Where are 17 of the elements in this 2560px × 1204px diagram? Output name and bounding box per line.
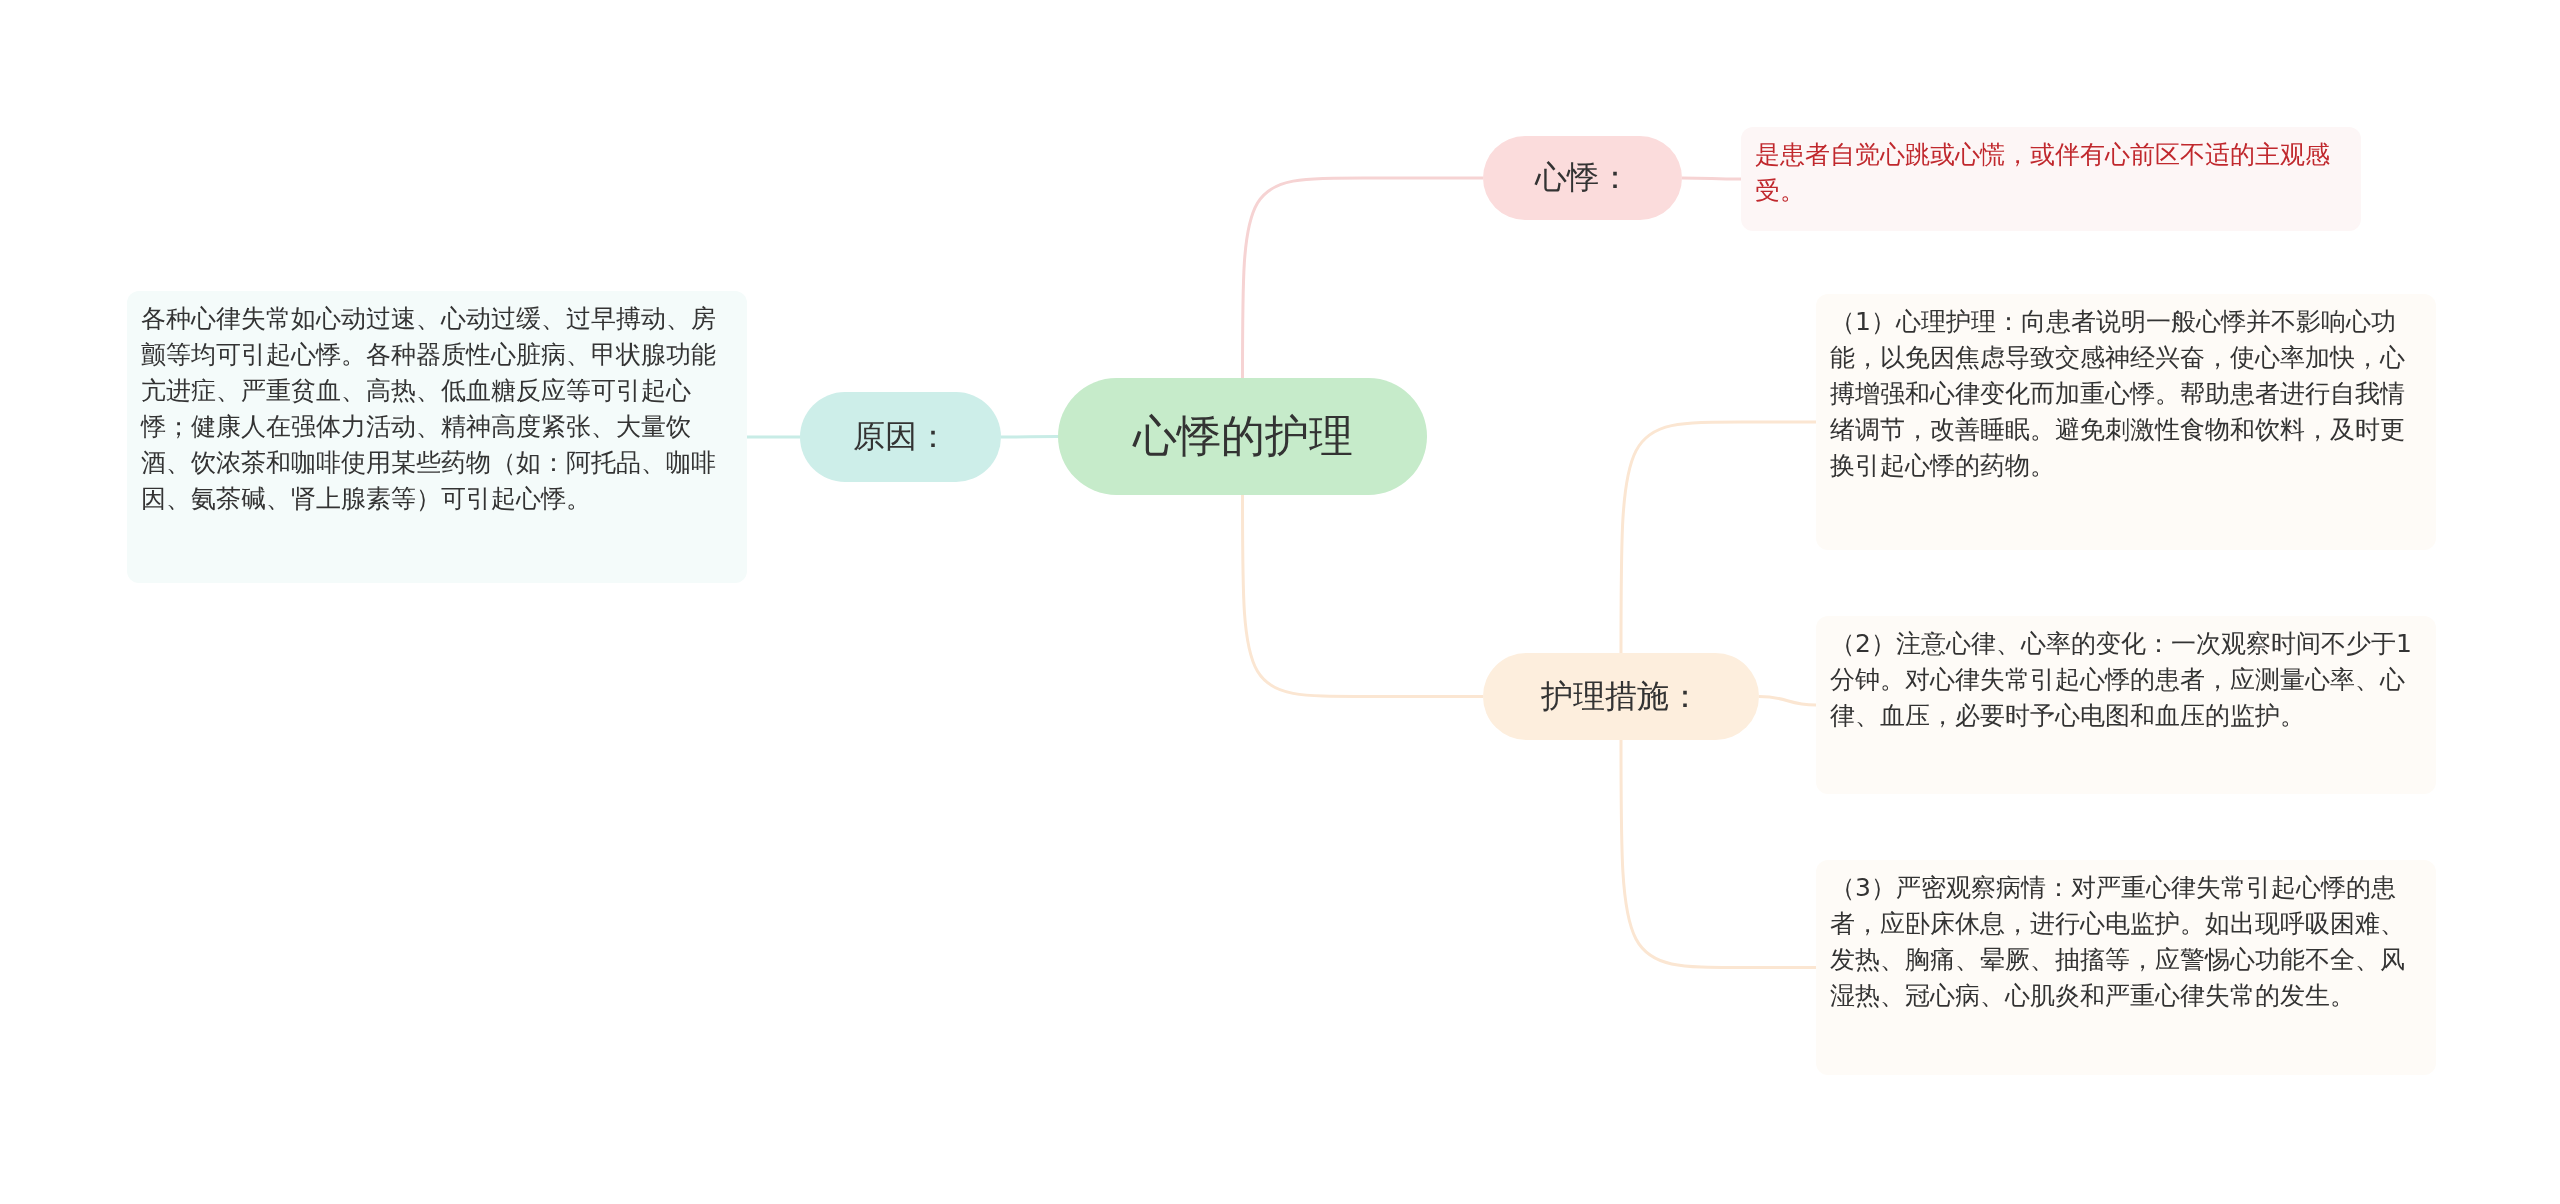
topic-pill: 护理措施： (1483, 653, 1759, 740)
connector-line (1758, 695, 1817, 707)
connector-line (1241, 176, 1483, 378)
connector-line (747, 435, 800, 439)
topic-pill: 原因： (800, 392, 1001, 482)
connector-line (1001, 435, 1058, 439)
note-card: （2）注意心律、心率的变化：一次观察时间不少于1分钟。对心律失常引起心悸的患者，应测量心率、心律、血压，必要时予心电图和血压的监护。 (1816, 616, 2436, 794)
connector-line (1682, 176, 1741, 181)
note-card: （3）严密观察病情：对严重心律失常引起心悸的患者，应卧床休息，进行心电监护。如出现呼吸困难、发热、胸痛、晕厥、抽搐等，应警惕心功能不全、风湿热、冠心病、心肌炎和严重心律失常的发生。 (1816, 860, 2436, 1075)
connector-line (1619, 420, 1816, 653)
note-card: 各种心律失常如心动过速、心动过缓、过早搏动、房颤等均可引起心悸。各种器质性心脏病、甲状腺功能亢进症、严重贫血、高热、低血糖反应等可引起心悸；健康人在强体力活动、精神高度紧张、大量饮酒、饮浓茶和咖啡使用某些药物（如：阿托品、咖啡因、氨茶碱、肾上腺素等）可引起心悸。 (127, 291, 747, 583)
topic-pill: 心悸： (1483, 136, 1682, 220)
central-topic: 心悸的护理 (1058, 378, 1427, 495)
connector-line (1619, 740, 1816, 969)
note-card: （1）心理护理：向患者说明一般心悸并不影响心功能，以免因焦虑导致交感神经兴奋，使心率加快，心搏增强和心律变化而加重心悸。帮助患者进行自我情绪调节，改善睡眠。避免刺激性食物和饮料，及时更换引起心悸的药物。 (1816, 294, 2436, 550)
definition-text: 是患者自觉心跳或心慌，或伴有心前区不适的主观感受。 (1741, 127, 2361, 231)
connector-line (1241, 495, 1483, 698)
